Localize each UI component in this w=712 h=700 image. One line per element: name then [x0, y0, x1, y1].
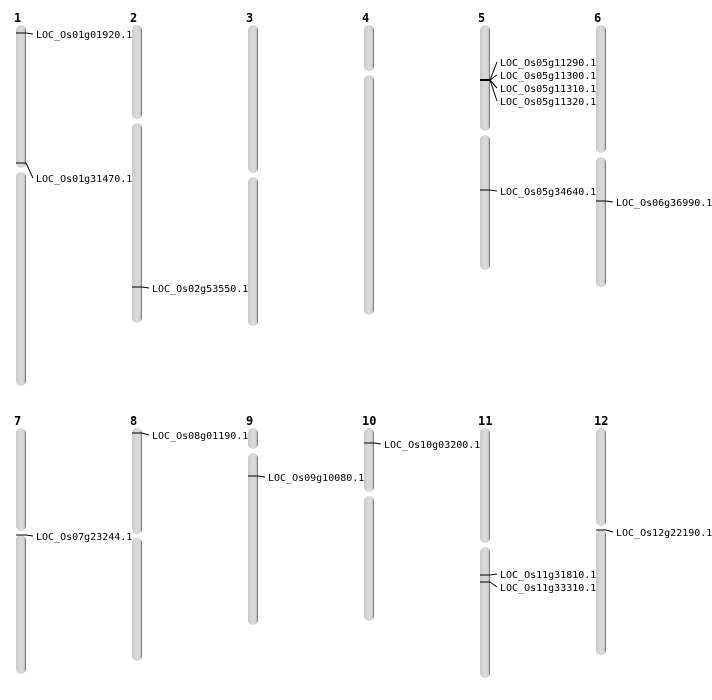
gene-label: LOC_Os05g11300.1: [500, 71, 596, 82]
chromosome-number: 5: [478, 11, 485, 25]
chromosome-arm-p: [16, 25, 26, 168]
chromosome-arm-p: [364, 25, 374, 71]
gene-label: LOC_Os07g23244.1: [36, 532, 132, 543]
chromosome-number: 4: [362, 11, 369, 25]
gene-leader-line: [373, 442, 382, 445]
chromosome-arm-q: [596, 530, 606, 655]
chromosome-number: 10: [362, 414, 376, 428]
chromosome-3: 3: [246, 11, 258, 326]
chromosome-arm-q: [364, 75, 374, 315]
chromosome-number: 2: [130, 11, 137, 25]
gene-label: LOC_Os11g33310.1: [500, 583, 596, 594]
gene-label: LOC_Os05g11320.1: [500, 97, 596, 108]
gene-leader-line: [25, 162, 34, 179]
gene-label: LOC_Os05g11290.1: [500, 58, 596, 69]
gene-leader-line: [141, 286, 150, 289]
chromosome-number: 11: [478, 414, 492, 428]
chromosome-arm-q: [248, 453, 258, 625]
gene-label: LOC_Os09g10080.1: [268, 473, 364, 484]
gene-leader-line: [257, 475, 266, 478]
chromosome-arm-p: [364, 428, 374, 492]
gene-label: LOC_Os06g36990.1: [616, 198, 712, 209]
gene-label: LOC_Os10g03200.1: [384, 440, 480, 451]
gene-label: LOC_Os08g01190.1: [152, 431, 248, 442]
chromosome-number: 1: [14, 11, 21, 25]
chromosome-arm-p: [132, 428, 142, 534]
chromosome-arm-q: [480, 135, 490, 270]
chromosome-arm-p: [248, 428, 258, 449]
gene-leader-line: [141, 432, 150, 436]
chromosome-arm-q: [16, 172, 26, 386]
gene-label: LOC_Os11g31810.1: [500, 570, 596, 581]
gene-leader-line: [605, 529, 614, 533]
chromosome-number: 12: [594, 414, 608, 428]
chromosome-arm-q: [132, 538, 142, 661]
chromosome-number: 8: [130, 414, 137, 428]
chromosome-arm-p: [132, 25, 142, 119]
gene-leader-line: [489, 189, 498, 192]
chromosome-number: 9: [246, 414, 253, 428]
chromosome-arm-q: [364, 496, 374, 621]
chromosome-number: 7: [14, 414, 21, 428]
chromosome-arm-q: [248, 177, 258, 326]
chromosome-4: 4: [362, 11, 374, 315]
chromosome-arm-p: [480, 25, 490, 131]
gene-leader-line: [489, 79, 498, 102]
chromosome-arm-p: [480, 428, 490, 543]
gene-leader-line: [605, 200, 614, 203]
gene-label: LOC_Os05g11310.1: [500, 84, 596, 95]
gene-leader-line: [489, 581, 498, 588]
chromosome-arm-p: [596, 25, 606, 153]
gene-leader-line: [489, 79, 498, 89]
gene-label: LOC_Os01g01920.1: [36, 30, 132, 41]
gene-leader-line: [489, 61, 498, 81]
chromosome-arm-p: [248, 25, 258, 173]
chromosome-number: 6: [594, 11, 601, 25]
gene-label: LOC_Os01g31470.1: [36, 174, 132, 185]
gene-leader-line: [489, 573, 498, 576]
chromosome-arm-q: [16, 535, 26, 674]
gene-leader-line: [25, 32, 34, 35]
chromosome-arm-q: [480, 547, 490, 678]
chromosome-5: 5LOC_Os05g11290.1LOC_Os05g11300.1LOC_Os0…: [478, 11, 596, 270]
chromosome-arm-q: [132, 123, 142, 323]
gene-label: LOC_Os05g34640.1: [500, 187, 596, 198]
chromosome-arm-q: [596, 157, 606, 287]
gene-leader-line: [25, 534, 34, 537]
gene-label: LOC_Os02g53550.1: [152, 284, 248, 295]
chromosome-number: 3: [246, 11, 253, 25]
chromosome-arm-p: [16, 428, 26, 531]
gene-leader-line: [489, 74, 498, 81]
gene-label: LOC_Os12g22190.1: [616, 528, 712, 539]
chromosome-arm-p: [596, 428, 606, 526]
